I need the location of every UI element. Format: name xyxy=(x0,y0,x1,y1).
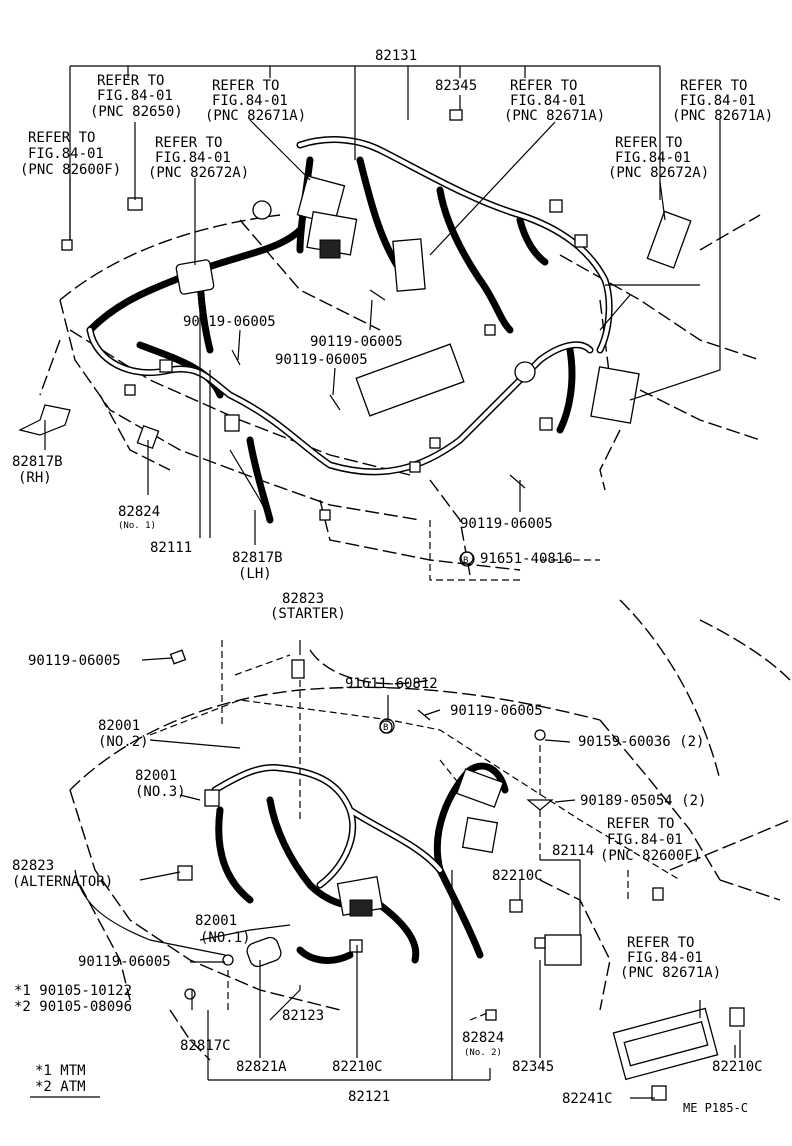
ref-82650-line3: (PNC 82650) xyxy=(90,104,183,120)
ref-82671a-4-line3: (PNC 82671A) xyxy=(620,965,721,981)
part-82131: 82131 xyxy=(375,48,417,64)
bolt-91651: 91651-40816 xyxy=(480,551,573,567)
part-82001-no2-note: (NO.2) xyxy=(98,734,149,750)
ref-82600f-2-line3: (PNC 82600F) xyxy=(600,848,701,864)
ref-82671a-2-line3: (PNC 82671A) xyxy=(504,108,605,124)
part-82824-no2: 82824 xyxy=(462,1030,504,1046)
part-82823-starter-note: (STARTER) xyxy=(270,606,346,622)
bolt-90119-d: 90119-06005 xyxy=(460,516,553,532)
ref-82600f-2-line1: REFER TO xyxy=(607,816,674,832)
bolt-90105-mtm: *1 90105-10122 xyxy=(14,983,132,999)
ref-82671a-1-line3: (PNC 82671A) xyxy=(205,108,306,124)
part-82823-alternator: 82823 xyxy=(12,858,54,874)
part-82210c-b: 82210C xyxy=(332,1059,383,1075)
ref-82672a-1-line1: REFER TO xyxy=(155,135,222,151)
part-82241c: 82241C xyxy=(562,1091,613,1107)
ref-82671a-3-line2: FIG.84-01 xyxy=(680,93,756,109)
part-82345-top: 82345 xyxy=(435,78,477,94)
legend-mtm: *1 MTM xyxy=(35,1063,86,1079)
bolt-91651-mark: B xyxy=(463,556,468,566)
b-marker-bottom xyxy=(379,718,395,734)
ref-82671a-4-line1: REFER TO xyxy=(627,935,694,951)
bolt-90105-atm: *2 90105-08096 xyxy=(14,999,132,1015)
part-82121: 82121 xyxy=(348,1089,390,1105)
ref-82600f-line2: FIG.84-01 xyxy=(28,146,104,162)
part-82001-no1-note: (NO.1) xyxy=(200,930,251,946)
bolt-91611: 91611-60812 xyxy=(345,676,438,692)
part-82824-no2-note: (No. 2) xyxy=(464,1048,502,1058)
ref-82671a-3-line3: (PNC 82671A) xyxy=(672,108,773,124)
ref-82600f-line1: REFER TO xyxy=(28,130,95,146)
ref-82671a-1-line1: REFER TO xyxy=(212,78,279,94)
top-leader-lines xyxy=(44,65,721,581)
legend-atm: *2 ATM xyxy=(35,1079,86,1095)
bolt-90119-e: 90119-06005 xyxy=(28,653,121,669)
part-82345-bottom: 82345 xyxy=(512,1059,554,1075)
part-82824-no1-note: (No. 1) xyxy=(118,521,156,531)
bolt-90119-c: 90119-06005 xyxy=(275,352,368,368)
ref-82671a-4-line2: FIG.84-01 xyxy=(627,950,703,966)
ref-82672a-1-line3: (PNC 82672A) xyxy=(148,165,249,181)
ref-82672a-1-line2: FIG.84-01 xyxy=(155,150,231,166)
part-82210c-c: 82210C xyxy=(712,1059,763,1075)
part-82114: 82114 xyxy=(552,843,594,859)
part-82111: 82111 xyxy=(150,540,192,556)
ref-82672a-2-line3: (PNC 82672A) xyxy=(608,165,709,181)
ref-82600f-2-line2: FIG.84-01 xyxy=(607,832,683,848)
part-82817c: 82817C xyxy=(180,1038,231,1054)
b-marker-top xyxy=(459,551,475,567)
part-82817b-rh: 82817B xyxy=(12,454,63,470)
bottom-connectors xyxy=(169,551,745,1101)
labels-top: 82131 82345 REFER TO FIG.84-01 (PNC 8265… xyxy=(12,48,773,582)
ref-82671a-2-line1: REFER TO xyxy=(510,78,577,94)
top-harness-82131 xyxy=(86,136,613,524)
part-82123: 82123 xyxy=(282,1008,324,1024)
bolt-90189: 90189-05054 (2) xyxy=(580,793,706,809)
part-82821a: 82821A xyxy=(236,1059,287,1075)
bolt-90159: 90159-60036 (2) xyxy=(578,734,704,750)
part-82001-no3: 82001 xyxy=(135,768,177,784)
ref-82672a-2-line2: FIG.84-01 xyxy=(615,150,691,166)
bottom-body-outline xyxy=(69,599,791,1061)
part-82823-starter: 82823 xyxy=(282,591,324,607)
ref-82650-line1: REFER TO xyxy=(97,73,164,89)
part-82824-no1: 82824 xyxy=(118,504,160,520)
part-82817b-lh-side: (LH) xyxy=(238,566,272,582)
bottom-leader-lines xyxy=(74,640,741,1099)
bolt-90119-f: 90119-06005 xyxy=(450,703,543,719)
ref-82671a-3-line1: REFER TO xyxy=(680,78,747,94)
part-82001-no1: 82001 xyxy=(195,913,237,929)
part-82817b-rh-side: (RH) xyxy=(18,470,52,486)
part-82001-no3-note: (NO.3) xyxy=(135,784,186,800)
drawing-code: ME P185-C xyxy=(683,1101,748,1115)
bolt-91611-mark: B xyxy=(383,723,388,733)
bolt-90119-g: 90119-06005 xyxy=(78,954,171,970)
labels-bottom: 82823 (STARTER) 90119-06005 91611-60812 … xyxy=(12,591,763,1115)
top-connectors xyxy=(18,109,692,521)
bolt-90119-a: 90119-06005 xyxy=(183,314,276,330)
part-82210c-a: 82210C xyxy=(492,868,543,884)
part-82001-no2: 82001 xyxy=(98,718,140,734)
ref-82650-line2: FIG.84-01 xyxy=(97,88,173,104)
ref-82671a-1-line2: FIG.84-01 xyxy=(212,93,288,109)
part-82817b-lh: 82817B xyxy=(232,550,283,566)
ref-82672a-2-line1: REFER TO xyxy=(615,135,682,151)
bolt-90119-b: 90119-06005 xyxy=(310,334,403,350)
ref-82600f-line3: (PNC 82600F) xyxy=(20,162,121,178)
part-82823-alternator-note: (ALTERNATOR) xyxy=(12,874,113,890)
ref-82671a-2-line2: FIG.84-01 xyxy=(510,93,586,109)
